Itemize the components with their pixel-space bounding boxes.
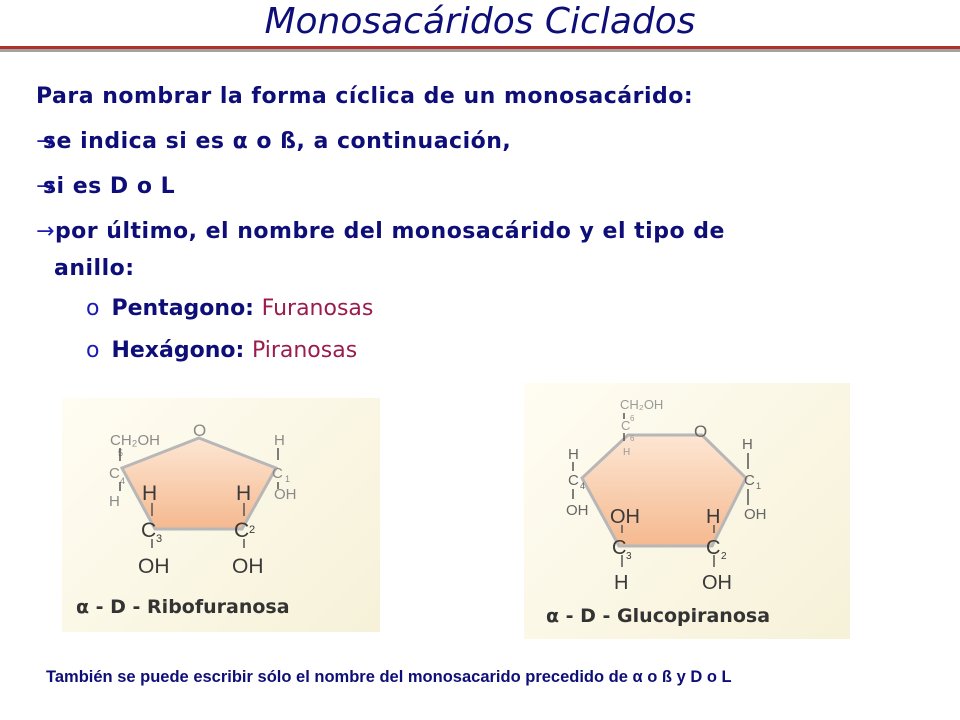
- label-c2: 2: [249, 524, 255, 536]
- label-oh-c3: OH: [610, 506, 640, 528]
- label-oh-c2: OH: [702, 572, 732, 594]
- sub-item-value: Piranosas: [251, 338, 358, 363]
- label-c4-atom: C: [568, 472, 579, 489]
- intro-text: Para nombrar la forma cíclica de un mono…: [36, 84, 694, 109]
- bullet-text: si es D o L: [42, 174, 176, 199]
- ribofuranosa-structure: CH₂OH 5 C 4 H O H C 1 OH H H C 3 C: [109, 421, 297, 578]
- label-c3: 3: [626, 551, 632, 562]
- label-h-c4: H: [568, 446, 579, 463]
- label-h-c3: H: [142, 482, 157, 505]
- glucopiranosa-structure: CH₂OH C 6 6 H O H C 4 OH H C 1 OH: [566, 397, 767, 594]
- bullet-item: →si es D o L: [36, 174, 175, 199]
- sub-item-key: Hexágono:: [111, 338, 252, 363]
- sub-item-pentagono: o Pentagono: Furanosas: [86, 296, 373, 321]
- label-h-c1: H: [274, 432, 285, 449]
- label-oh-c3: OH: [138, 555, 170, 578]
- label-c1: 1: [285, 474, 290, 484]
- label-oh-c1: OH: [744, 506, 767, 523]
- bullet-item: →se indica si es α o ß, a continuación,: [36, 129, 511, 154]
- label-c1-atom: C: [272, 465, 283, 482]
- label-ch2oh: CH₂OH: [110, 432, 160, 449]
- label-h-c3: H: [614, 572, 628, 594]
- title-rule-gray: [0, 49, 960, 52]
- label-o-ring: O: [193, 421, 206, 440]
- bullet-item: →por último, el nombre del monosacárido …: [36, 219, 725, 244]
- label-c2: 2: [721, 551, 727, 562]
- sub-item-hexagono: o Hexágono: Piranosas: [86, 338, 357, 363]
- sub-item-value: Furanosas: [261, 296, 374, 321]
- label-c6-atom: C: [621, 418, 630, 433]
- label-h-c2: H: [236, 482, 251, 505]
- slide-title: Monosacáridos Ciclados: [264, 1, 696, 42]
- footnote-text: También se puede escribir sólo el nombre…: [46, 668, 732, 686]
- arrow-right-icon: →: [36, 129, 55, 154]
- furanose-ring: [119, 436, 279, 531]
- label-c1-atom: C: [744, 472, 755, 489]
- pyranose-ring: [580, 433, 748, 548]
- label-h-c2: H: [706, 506, 720, 528]
- label-h-left: H: [109, 493, 120, 510]
- label-c2-atom: C: [706, 537, 720, 559]
- ribofuranosa-caption: α - D - Ribofuranosa: [76, 596, 290, 618]
- bullet-marker: o: [86, 338, 100, 363]
- glucopiranosa-figure: CH₂OH C 6 6 H O H C 4 OH H C 1 OH: [524, 383, 850, 639]
- label-o-ring: O: [694, 422, 707, 441]
- ribofuranosa-figure: CH₂OH 5 C 4 H O H C 1 OH H H C 3 C: [62, 398, 380, 632]
- label-ch2oh: CH₂OH: [620, 397, 663, 412]
- label-c4: 4: [120, 476, 125, 486]
- title-rule-red: [0, 46, 960, 49]
- arrow-right-icon: →: [36, 219, 55, 244]
- label-oh-c4: OH: [566, 502, 589, 519]
- label-c4-atom: C: [109, 465, 120, 482]
- label-c2-atom: C: [234, 519, 249, 542]
- label-oh-c1: OH: [274, 486, 297, 503]
- label-c6-top: 6: [630, 414, 635, 423]
- bullet-text-continued: anillo:: [54, 256, 135, 281]
- bullet-text: por último, el nombre del monosacárido y…: [54, 219, 725, 244]
- label-c4: 4: [580, 481, 585, 491]
- label-oh-c2: OH: [232, 555, 264, 578]
- label-c1: 1: [756, 481, 761, 491]
- label-h-c5: H: [623, 447, 630, 458]
- label-c3-atom: C: [141, 519, 156, 542]
- bullet-marker: o: [86, 296, 100, 321]
- label-h-c1: H: [742, 436, 753, 453]
- label-c6: 6: [630, 434, 635, 443]
- bullet-text: se indica si es α o ß, a continuación,: [42, 129, 512, 154]
- label-c3: 3: [156, 533, 162, 545]
- sub-item-key: Pentagono:: [111, 296, 262, 321]
- arrow-right-icon: →: [36, 174, 55, 199]
- glucopiranosa-caption: α - D - Glucopiranosa: [546, 605, 771, 627]
- label-c3-atom: C: [612, 537, 626, 559]
